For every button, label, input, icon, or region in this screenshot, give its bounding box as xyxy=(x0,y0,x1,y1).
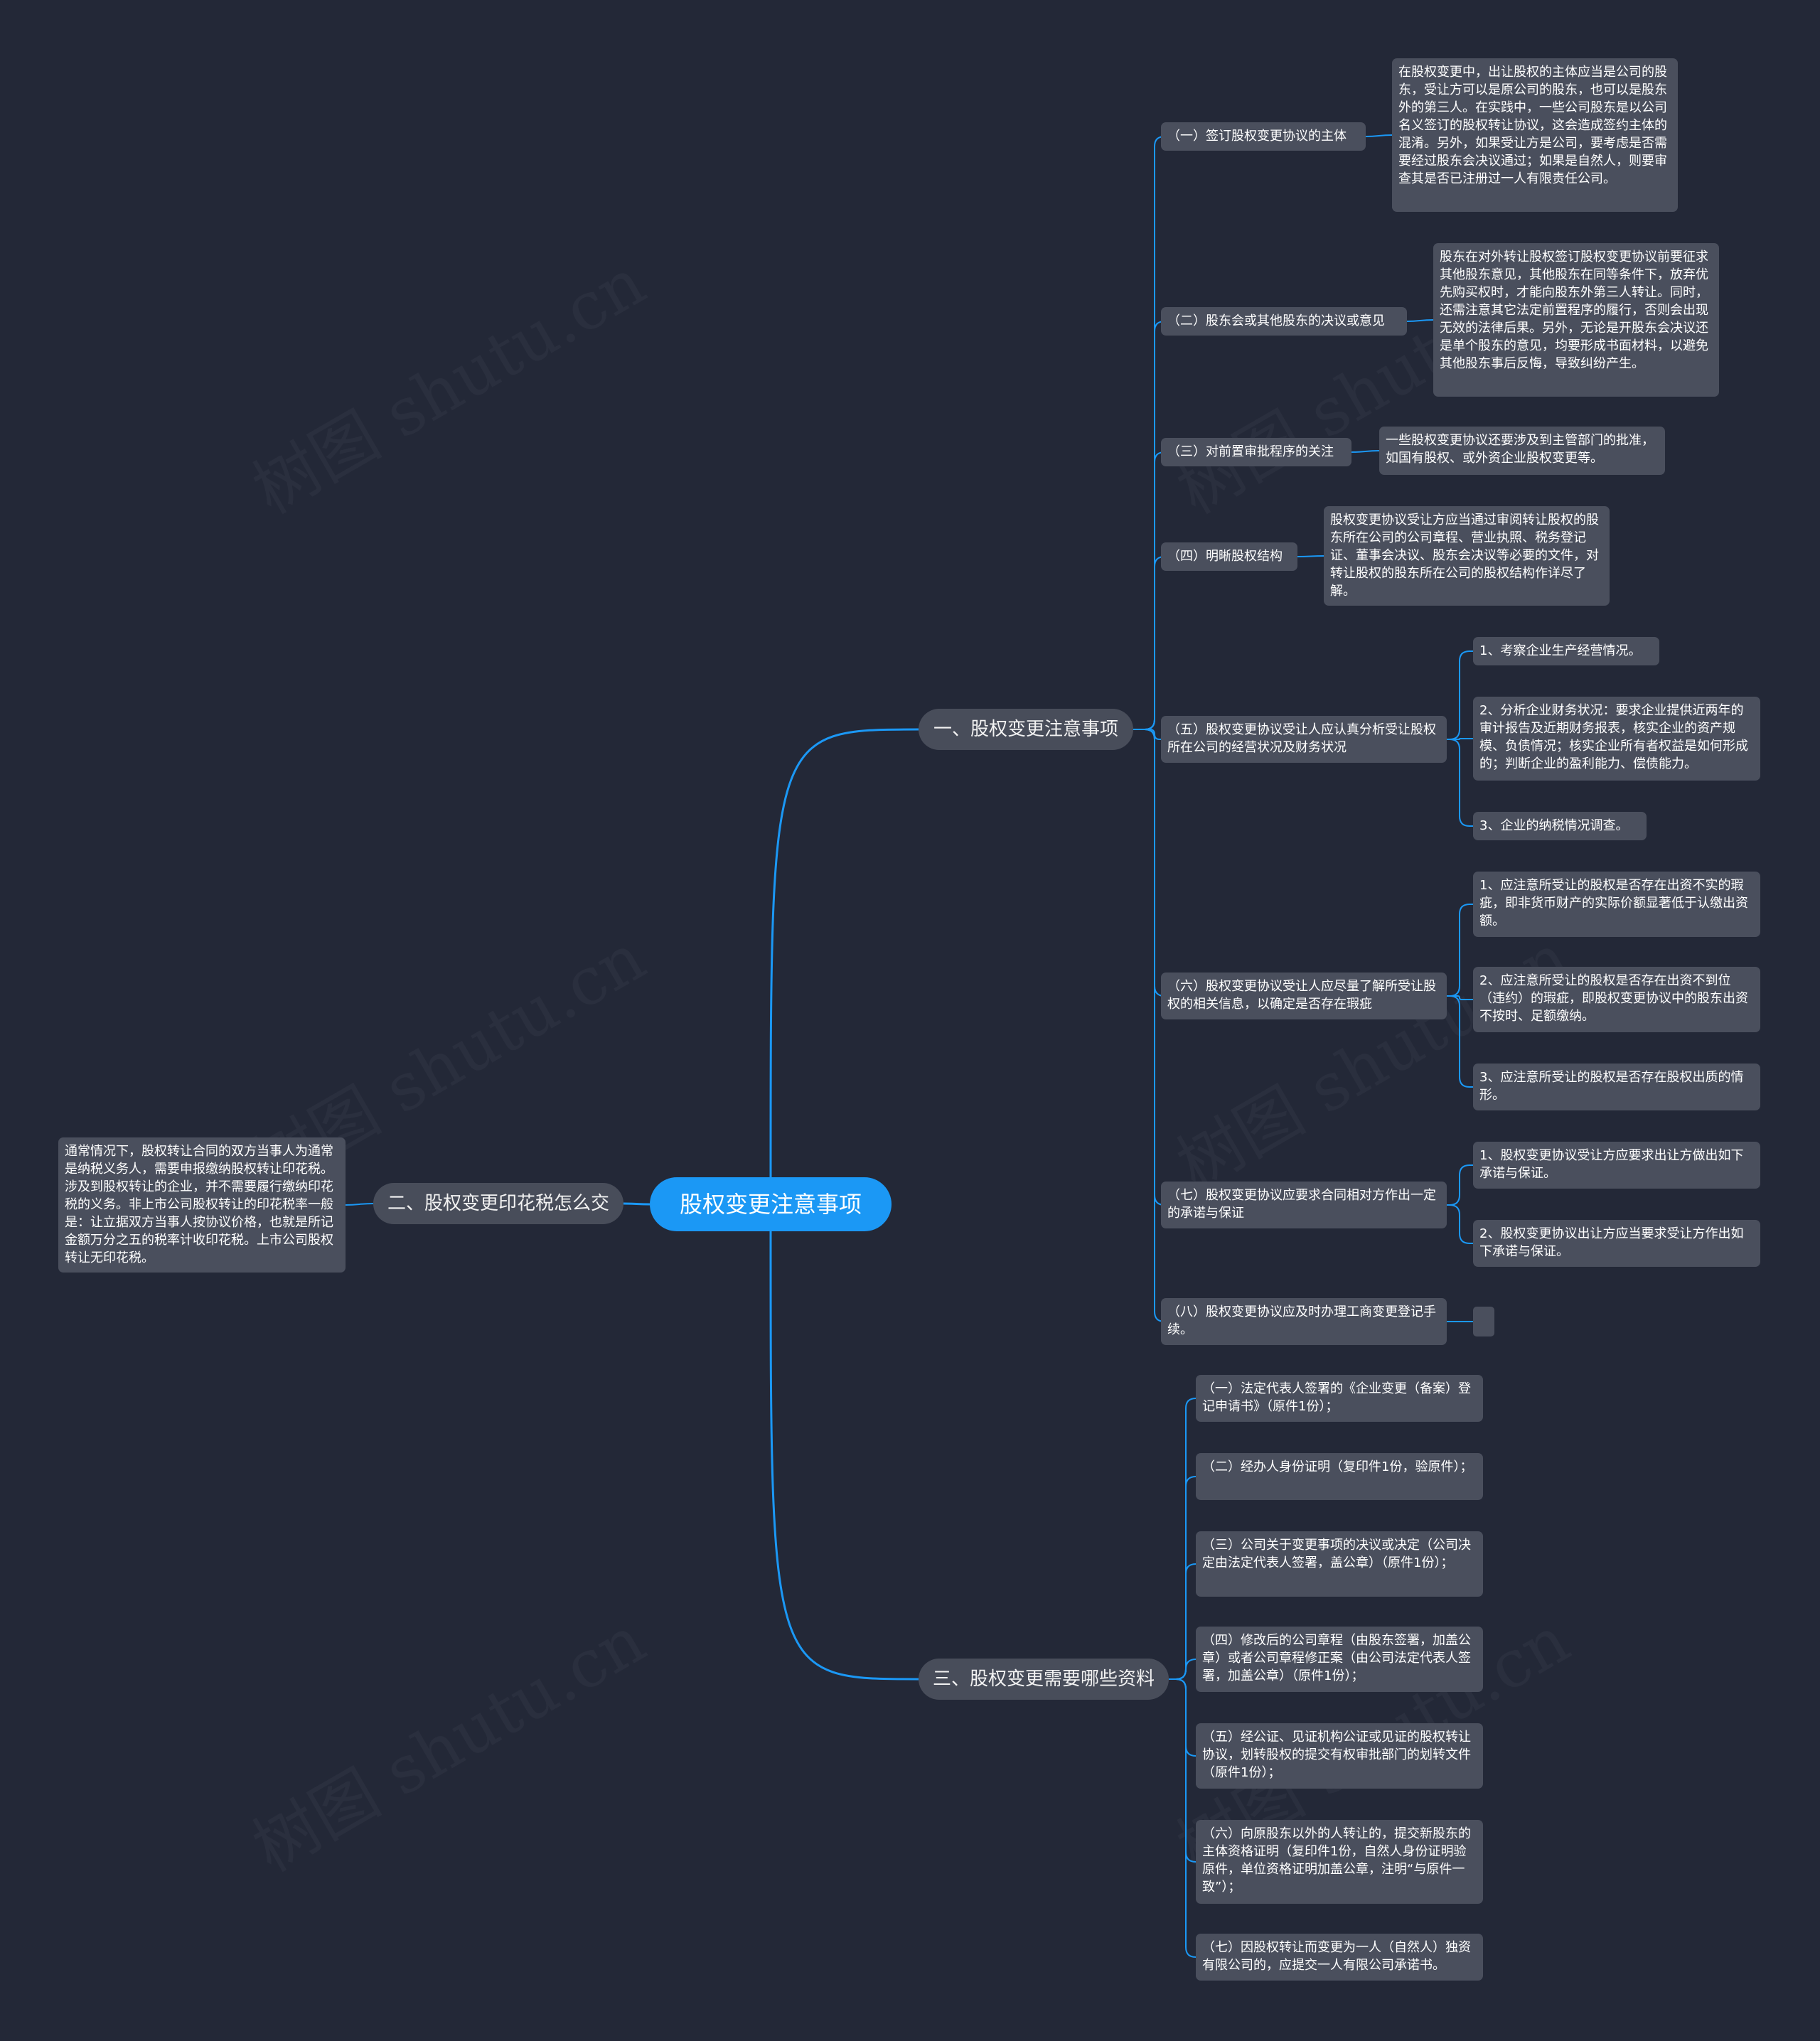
connector-line xyxy=(1169,1678,1197,1958)
root-topic[interactable]: 股权变更注意事项 xyxy=(650,1177,892,1231)
connector-line xyxy=(1133,729,1165,997)
precaution-item-6-detail-2: 2、应注意所受让的股权是否存在出资不到位（违约）的瑕疵，即股权变更协议中的股东出… xyxy=(1473,967,1760,1032)
precaution-item-8[interactable]: （八）股权变更协议应及时办理工商变更登记手续。 xyxy=(1161,1298,1447,1345)
connector-line xyxy=(1133,729,1165,1206)
precaution-item-5[interactable]: （五）股权变更协议受让人应认真分析受让股权所在公司的经营状况及财务状况 xyxy=(1161,716,1447,763)
precaution-item-4[interactable]: （四）明晰股权结构 xyxy=(1161,542,1297,571)
connector-line xyxy=(1133,136,1165,730)
precaution-item-1[interactable]: （一）签订股权变更协议的主体 xyxy=(1161,122,1366,151)
connector-line xyxy=(1133,556,1165,730)
connector-line xyxy=(1297,555,1324,557)
connector-line xyxy=(769,728,919,1178)
document-item-1: （一）法定代表人签署的《企业变更（备案）登记申请书》（原件1份）； xyxy=(1196,1375,1483,1422)
connector-line xyxy=(1447,995,1473,1088)
precaution-item-4-detail: 股权变更协议受让方应当通过审阅转让股权的股东所在公司的公司章程、营业执照、税务登… xyxy=(1324,506,1610,606)
connector-line xyxy=(1447,739,1473,827)
precaution-item-5-detail-3: 3、企业的纳税情况调查。 xyxy=(1473,812,1647,840)
connector-line xyxy=(769,1231,919,1681)
precaution-item-6-detail-1: 1、应注意所受让的股权是否存在出资不实的瑕疵，即非货币财产的实际价额显著低于认缴… xyxy=(1473,872,1760,937)
precaution-item-7-detail-2: 2、股权变更协议出让方应当要求受让方作出如下承诺与保证。 xyxy=(1473,1220,1760,1267)
stamp-tax-detail: 通常情况下，股权转让合同的双方当事人为通常是纳税义务人，需要申报缴纳股权转让印花… xyxy=(58,1137,346,1273)
precaution-item-1-detail: 在股权变更中，出让股权的主体应当是公司的股东，受让方可以是原公司的股东，也可以是… xyxy=(1392,58,1678,212)
document-item-3: （三）公司关于变更事项的决议或决定（公司决定由法定代表人签署，盖公章）（原件1份… xyxy=(1196,1531,1483,1597)
connector-line xyxy=(1133,321,1165,730)
precaution-item-2[interactable]: （二）股东会或其他股东的决议或意见 xyxy=(1161,307,1407,336)
precaution-item-5-detail-1: 1、考察企业生产经营情况。 xyxy=(1473,637,1659,665)
connector-line xyxy=(1169,1563,1197,1680)
connector-line xyxy=(1365,134,1393,137)
connector-line xyxy=(1169,1678,1197,1757)
connector-line xyxy=(1133,451,1165,730)
precaution-item-7[interactable]: （七）股权变更协议应要求合同相对方作出一定的承诺与保证 xyxy=(1161,1182,1447,1228)
connector-line xyxy=(1133,729,1165,1322)
precaution-item-6[interactable]: （六）股权变更协议受让人应尽量了解所受让股权的相关信息，以确定是否存在瑕疵 xyxy=(1161,973,1447,1019)
connector-line xyxy=(345,1203,374,1206)
document-item-6: （六）向原股东以外的人转让的，提交新股东的主体资格证明（复印件1份，自然人身份证… xyxy=(1196,1820,1483,1904)
connector-line xyxy=(1133,729,1161,740)
precaution-item-5-detail-2: 2、分析企业财务状况：要求企业提供近两年的审计报告及近期财务报表，核实企业的资产… xyxy=(1473,697,1760,781)
connector-line xyxy=(1447,904,1473,997)
document-item-5: （五）经公证、见证机构公证或见证的股权转让协议，划转股权的提交有权审批部门的划转… xyxy=(1196,1723,1483,1789)
connector-line xyxy=(1169,1398,1197,1680)
connector-line xyxy=(1447,995,1473,1000)
precaution-item-8-detail xyxy=(1473,1307,1494,1336)
precaution-item-6-detail-3: 3、应注意所受让的股权是否存在股权出质的情形。 xyxy=(1473,1064,1760,1110)
connector-line xyxy=(1447,650,1473,740)
precaution-item-7-detail-1: 1、股权变更协议受让方应要求出让方做出如下承诺与保证。 xyxy=(1473,1142,1760,1189)
precaution-item-3[interactable]: （三）对前置审批程序的关注 xyxy=(1161,438,1351,466)
connector-line xyxy=(1406,319,1434,322)
precaution-item-2-detail: 股东在对外转让股权签订股权变更协议前要征求其他股东意见，其他股东在同等条件下，放… xyxy=(1433,243,1719,397)
connector-line xyxy=(1169,1476,1197,1680)
document-item-2: （二）经办人身份证明（复印件1份，验原件）； xyxy=(1196,1453,1483,1500)
connector-line xyxy=(1351,450,1380,453)
branch-precautions[interactable]: 一、股权变更注意事项 xyxy=(919,709,1133,750)
branch-required-documents[interactable]: 三、股权变更需要哪些资料 xyxy=(919,1659,1169,1700)
document-item-4: （四）修改后的公司章程（由股东签署，加盖公章）或者公司章程修正案（由公司法定代表… xyxy=(1196,1627,1483,1692)
document-item-7: （七）因股权转让而变更为一人（自然人）独资有限公司的，应提交一人有限公司承诺书。 xyxy=(1196,1934,1483,1981)
precaution-item-3-detail: 一些股权变更协议还要涉及到主管部门的批准，如国有股权、或外资企业股权变更等。 xyxy=(1379,427,1665,475)
connector-line xyxy=(1447,1204,1473,1244)
connector-line xyxy=(1169,1659,1197,1680)
connector-line xyxy=(1447,1164,1473,1206)
branch-stamp-tax[interactable]: 二、股权变更印花税怎么交 xyxy=(373,1183,623,1224)
connector-line xyxy=(1169,1678,1197,1863)
